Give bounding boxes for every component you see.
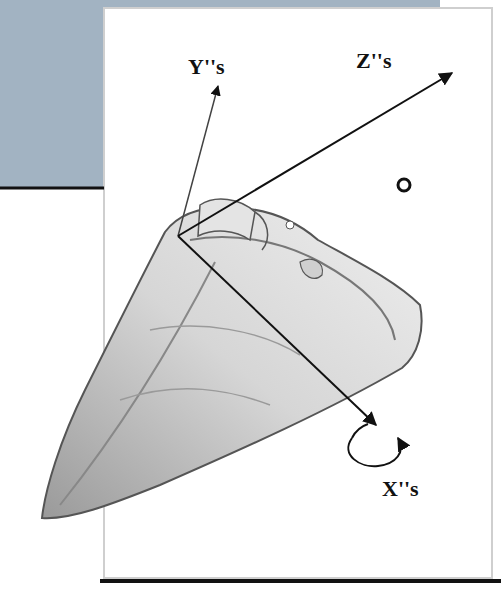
origin-circle: [398, 179, 410, 191]
axis-label: Z''s: [356, 50, 391, 72]
bone-shape: [42, 199, 422, 518]
axis-label: Y''s: [188, 56, 225, 78]
axis-arrow: [178, 236, 376, 425]
axis-label: X''s: [382, 478, 419, 500]
axis-arrow: [178, 86, 218, 236]
axis-arrow: [178, 73, 452, 236]
rotation-arrow: [352, 424, 368, 438]
rule: [100, 579, 501, 583]
rule: [0, 187, 104, 190]
rotation-arrow: [348, 438, 400, 466]
